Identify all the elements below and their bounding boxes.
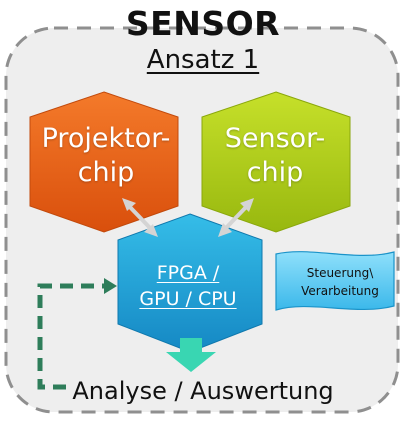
feedback-arrow xyxy=(37,278,117,390)
processing-note-line2: Verarbeitung xyxy=(301,284,379,298)
projector-fpga-connector-arrow xyxy=(122,198,158,237)
sensor-chip-label-line1: Sensor- xyxy=(224,123,326,154)
output-arrow xyxy=(166,338,216,372)
sensor-fpga-connector-arrow xyxy=(218,198,254,237)
projector-chip-hexagon xyxy=(29,91,179,233)
analysis-label: Analyse / Auswertung xyxy=(72,377,334,405)
projector-chip-label: Projektor- chip xyxy=(26,122,186,190)
processing-note-line1: Steuerung\ xyxy=(306,266,374,280)
sensor-chip-hexagon xyxy=(201,91,351,233)
diagram-subtitle: Ansatz 1 xyxy=(146,45,260,75)
fpga-label-line1: FPGA / xyxy=(156,262,220,284)
sensor-chip-label: Sensor- chip xyxy=(200,122,350,190)
projector-chip-label-line1: Projektor- xyxy=(41,123,171,154)
fpga-label-line2: GPU / CPU xyxy=(139,288,237,310)
processing-note-shape xyxy=(275,251,395,311)
projector-chip-label-line2: chip xyxy=(77,156,135,188)
sensor-chip-label-line2: chip xyxy=(246,156,304,188)
diagram-title: SENSOR xyxy=(125,4,281,43)
